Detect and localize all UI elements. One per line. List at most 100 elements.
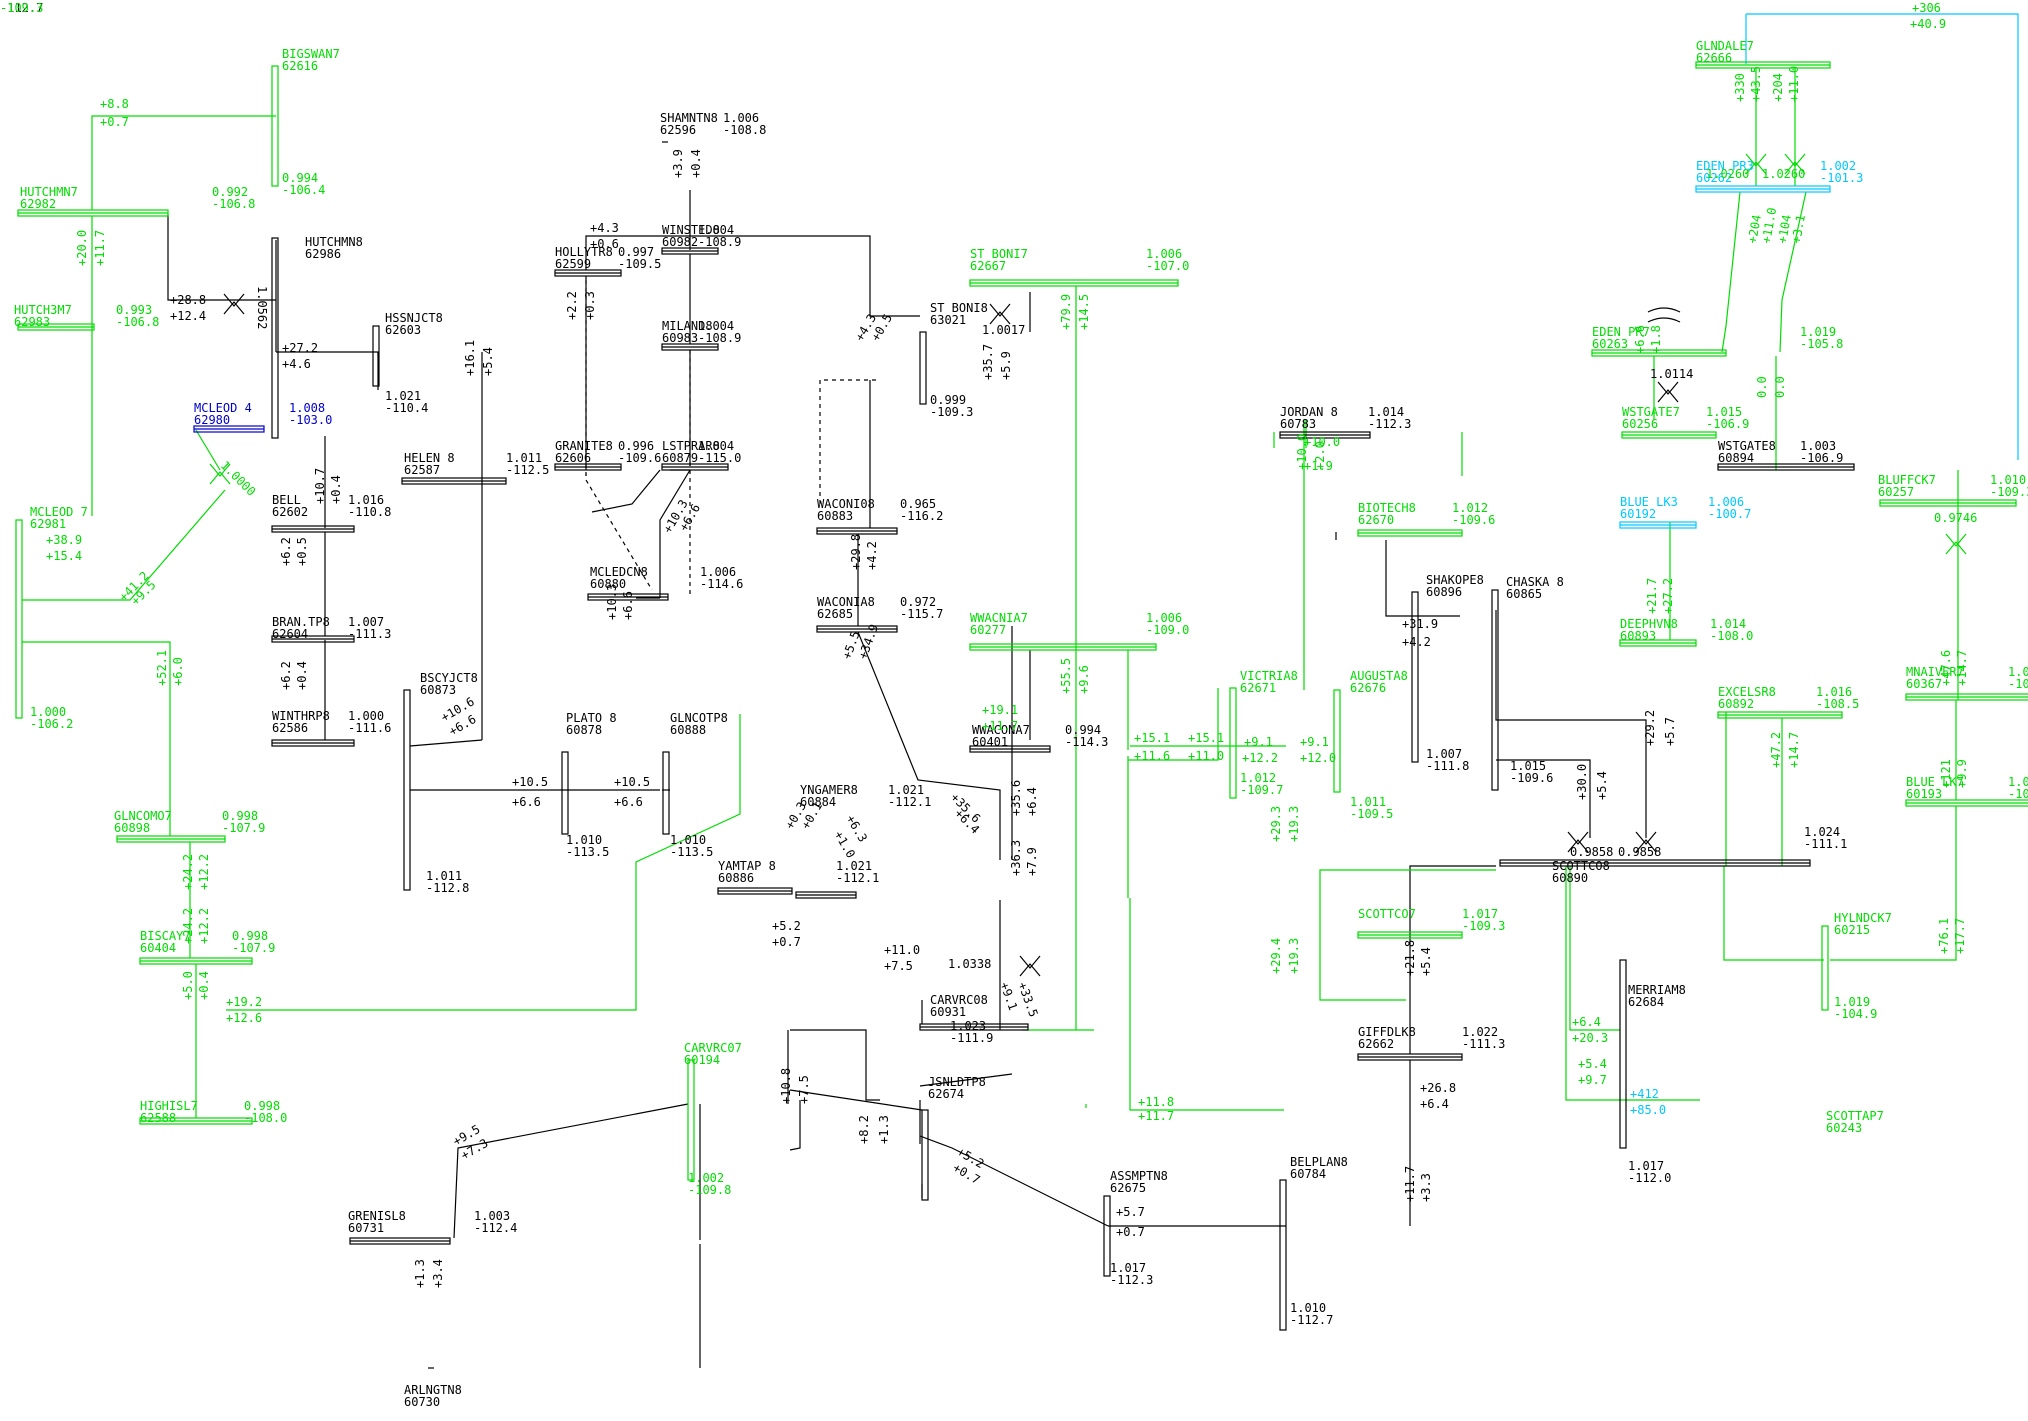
bus-voltage: 1.000 <box>30 705 66 719</box>
flow-value: +19.3 <box>1287 806 1301 842</box>
flow-value: +11.7 <box>1403 1166 1417 1202</box>
bus-angle: -106.8 <box>212 197 255 211</box>
flow-value: +0.6 <box>590 237 619 251</box>
bus-number: 62684 <box>1628 995 1664 1009</box>
transformer-ratio: 1.0562 <box>255 286 269 329</box>
bus-number: 63021 <box>930 313 966 327</box>
transformer-icon <box>1745 153 1767 167</box>
bus-number: 62587 <box>404 463 440 477</box>
transformer-ratio: 1.0000 <box>218 458 259 499</box>
bus-number: 62588 <box>140 1111 176 1125</box>
bus-angle: -105.8 <box>1800 337 1843 351</box>
bus-angle: -114.6 <box>700 577 743 591</box>
bus-number: 60730 <box>404 1395 440 1409</box>
flow-value: +104 <box>1775 214 1794 245</box>
flow-value: +0.7 <box>100 115 129 129</box>
bus-name: PLATO 8 <box>566 711 617 725</box>
bus-name: EDEN PR3 <box>1696 159 1754 173</box>
bus-voltage: 1.004 <box>698 223 734 237</box>
flow-value: +306 <box>1912 1 1941 15</box>
branch-line <box>1409 865 1496 1054</box>
branch-line <box>1385 540 1460 617</box>
bus-name: SCOTTAP7 <box>1826 1109 1884 1123</box>
bus-name: SHAMNTN8 <box>660 111 718 125</box>
bus-voltage: 1.021 <box>385 389 421 403</box>
flow-value: +24.2 <box>181 854 195 890</box>
bus-number: 62606 <box>555 451 591 465</box>
flow-value: +85.0 <box>1630 1103 1666 1117</box>
bus-angle: -109.3 <box>1462 919 1505 933</box>
flow-value: +9.7 <box>1578 1073 1607 1087</box>
bus-voltage: 1.022 <box>1462 1025 1498 1039</box>
bus-angle: -109.3 <box>930 405 973 419</box>
flow-value: +7.9 <box>1025 847 1039 876</box>
transformer-icon <box>1784 161 1806 175</box>
bus-name: ST BONI7 <box>970 247 1028 261</box>
bus-angle: -109.6 <box>1510 771 1553 785</box>
flow-value: +3.4 <box>431 1259 445 1288</box>
bus-angle: -107.9 <box>232 941 275 955</box>
bus-angle: -108.9 <box>698 235 741 249</box>
bus-number: 62986 <box>305 247 341 261</box>
bus-angle: -112.3 <box>1110 1273 1153 1287</box>
flow-value: +1.3 <box>877 1115 891 1144</box>
flow-value: +5.2 <box>772 919 801 933</box>
bus-number: 60898 <box>114 821 150 835</box>
flow-value: +12.4 <box>170 309 206 323</box>
flow-value: +0.4 <box>295 661 309 690</box>
bus-bar <box>1411 591 1419 763</box>
branch-line <box>591 469 661 513</box>
flow-value: +0.7 <box>1116 1225 1145 1239</box>
bus-voltage: 1.000 <box>348 709 384 723</box>
bus-voltage: 0.997 <box>618 245 654 259</box>
flow-value: +5.7 <box>1663 717 1677 746</box>
flow-value: +10.8 <box>779 1068 793 1104</box>
branch-line <box>1319 869 1496 1001</box>
branch-line <box>659 469 691 598</box>
bus-voltage: 1.010 <box>670 833 706 847</box>
bus-name: DEEPHVN8 <box>1620 617 1678 631</box>
bus-name: EDEN PR7 <box>1592 325 1650 339</box>
bus-bar <box>1821 925 1829 1011</box>
flow-value: +12.2 <box>197 854 211 890</box>
flow-value: +40.9 <box>1910 17 1946 31</box>
bus-name: GRANITE8 <box>555 439 613 453</box>
bus-bar <box>1491 589 1499 791</box>
bus-voltage: 1.003 <box>474 1209 510 1223</box>
bus-name: HELEN 8 <box>404 451 455 465</box>
bus-number: 60256 <box>1622 417 1658 431</box>
flow-value: +30.0 <box>1575 764 1589 800</box>
bus-name: VICTRIA8 <box>1240 669 1298 683</box>
bus-voltage: 1.024 <box>1804 825 1840 839</box>
bus-angle: -109.6 <box>1452 513 1495 527</box>
bus-voltage: 1.015 <box>1510 759 1546 773</box>
bus-voltage: 1.015 <box>1706 405 1742 419</box>
bus-name: WACONIA8 <box>817 595 875 609</box>
bus-angle: -112.0 <box>1628 1171 1671 1185</box>
branch-line <box>919 1135 1109 1227</box>
flow-value: +6.2 <box>279 537 293 566</box>
flow-value: +1.3 <box>413 1259 427 1288</box>
bus-angle: -109.5 <box>2008 677 2028 691</box>
bus-bar <box>1229 687 1237 799</box>
flow-value: +17.7 <box>1953 918 1967 954</box>
bus-number: 62983 <box>14 315 50 329</box>
bus-angle: -111.1 <box>1804 837 1847 851</box>
branch-line <box>1565 866 1700 1101</box>
transformer-ratio: 0.9746 <box>1934 511 1977 525</box>
bus-angle: -111.9 <box>950 1031 993 1045</box>
flow-value: +4.2 <box>865 541 879 570</box>
bus-number: 60893 <box>1620 629 1656 643</box>
bus-voltage: 1.010 <box>1990 473 2026 487</box>
bus-name: HIGHISL7 <box>140 1099 198 1113</box>
flow-value: +11.0 <box>884 943 920 957</box>
flow-value: +11.7 <box>982 719 1018 733</box>
bus-number: 60896 <box>1426 585 1462 599</box>
bus-voltage: 1.012 <box>1452 501 1488 515</box>
branch-line <box>22 641 171 836</box>
bus-voltage: 1.010 <box>566 833 602 847</box>
bus-number: 62670 <box>1358 513 1394 527</box>
bus-voltage: 0.998 <box>222 809 258 823</box>
bus-number: 60983 <box>662 331 698 345</box>
flow-value: +6.6 <box>1633 325 1647 354</box>
